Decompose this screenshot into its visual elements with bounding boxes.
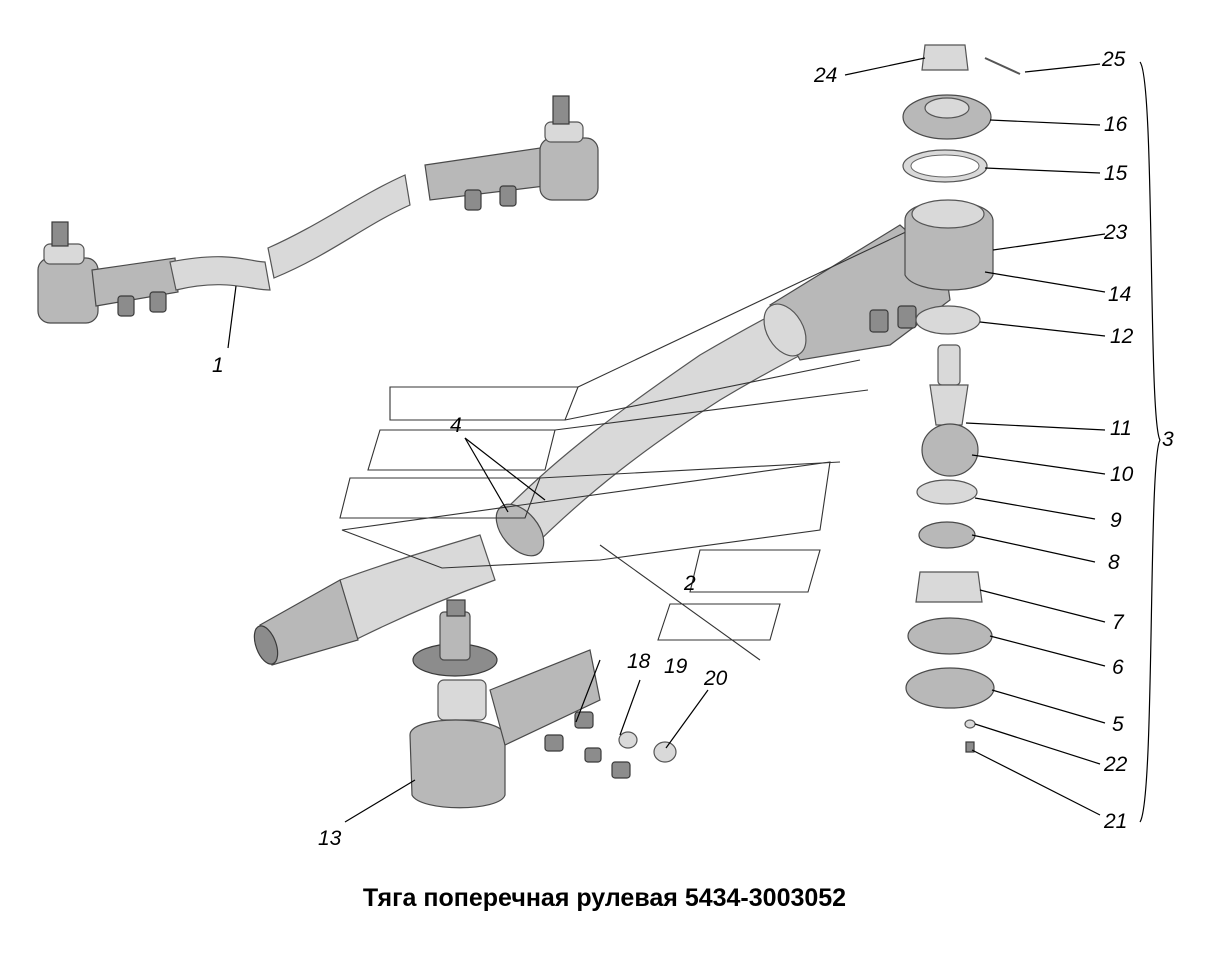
- callout-1: 1: [212, 354, 224, 377]
- explode-frame-lines: [339, 229, 911, 661]
- callout-15: 15: [1104, 162, 1128, 185]
- callout-22: 22: [1103, 753, 1128, 776]
- callout-5: 5: [1112, 713, 1124, 736]
- callout-11: 11: [1110, 417, 1132, 440]
- ball-joint-13: [409, 599, 677, 809]
- callout-24: 24: [813, 64, 837, 87]
- callout-2: 2: [683, 572, 696, 595]
- callout-3: 3: [1162, 428, 1174, 451]
- diagram-caption: Тяга поперечная рулевая 5434-3003052: [362, 884, 847, 912]
- tie-rod-tube-4: [253, 224, 951, 666]
- callout-16: 16: [1104, 113, 1128, 136]
- parts-stack-3: [902, 44, 1161, 823]
- tie-rod-assembly-1: [37, 95, 599, 324]
- callout-7: 7: [1112, 611, 1125, 634]
- callout-6: 6: [1112, 656, 1124, 679]
- callout-4: 4: [450, 414, 462, 437]
- callout-18: 18: [627, 650, 651, 673]
- leader-lines: [227, 57, 1106, 823]
- callout-19: 19: [664, 655, 688, 678]
- callout-21: 21: [1103, 810, 1127, 833]
- callout-25: 25: [1101, 48, 1126, 71]
- callout-13: 13: [318, 827, 342, 850]
- callout-20: 20: [703, 667, 728, 690]
- callout-23: 23: [1103, 221, 1128, 244]
- callout-12: 12: [1110, 325, 1134, 348]
- callout-14: 14: [1108, 283, 1131, 306]
- callout-9: 9: [1110, 509, 1122, 532]
- callout-labels: 1 2 3 4 5 6 7 8 9 10 11 12 13 14 15 16 1…: [212, 48, 1174, 850]
- callout-10: 10: [1110, 463, 1134, 486]
- callout-8: 8: [1108, 551, 1120, 574]
